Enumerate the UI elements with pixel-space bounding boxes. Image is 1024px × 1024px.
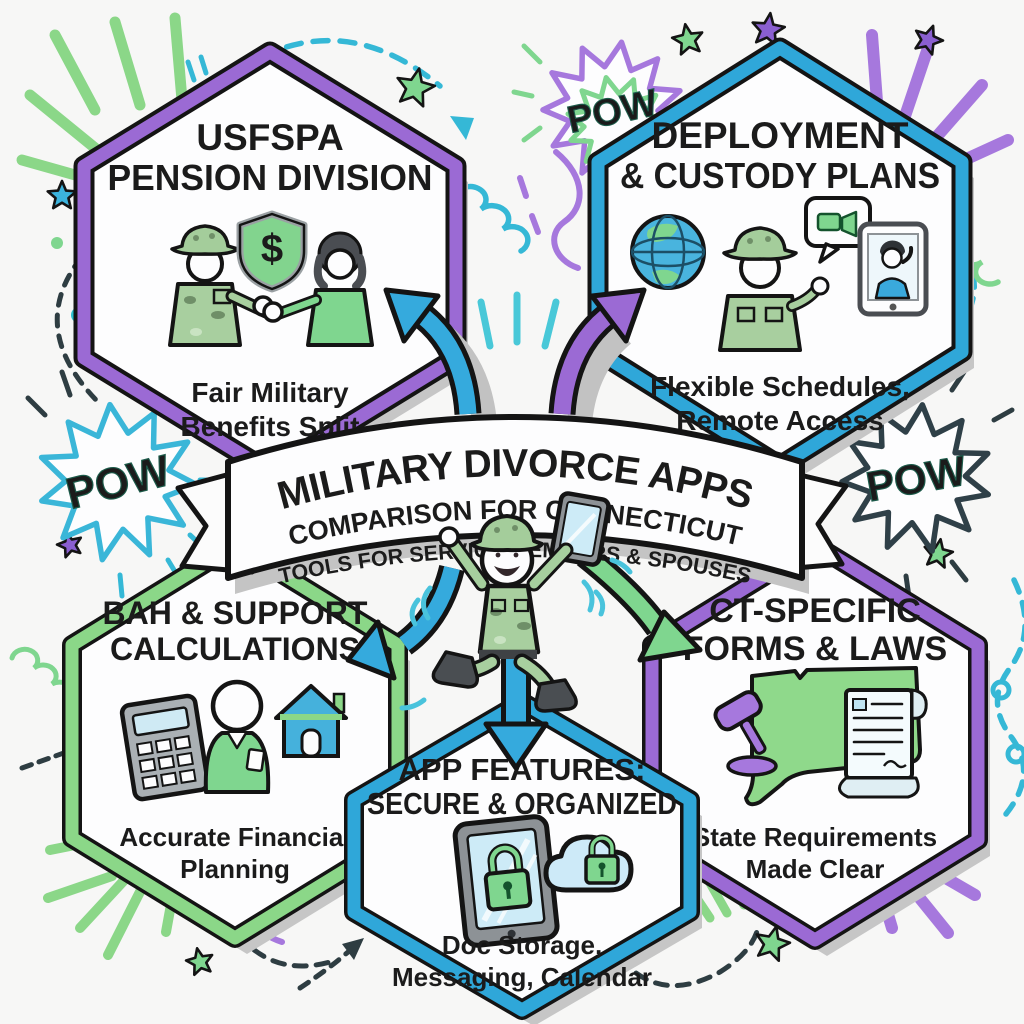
tablet-lock-icon: [452, 814, 560, 948]
dashed-arrow-to-app-hex: [297, 949, 351, 991]
calculator-icon: [119, 693, 210, 802]
sunburst-top-left: [16, 12, 188, 188]
hex-deployment-caption-line1: Flexible Schedules,: [650, 371, 910, 402]
teal-dashes-top-left: [185, 54, 209, 83]
hex-deployment-title-line1: DEPLOYMENT: [652, 115, 909, 156]
soldier-cap: [470, 514, 544, 553]
hex-bah-title-line2: CALCULATIONS: [110, 631, 360, 667]
hex-ct-caption-line1: State Requirements: [693, 822, 937, 852]
hex-usfspa-title-line1: USFSPA: [196, 117, 343, 158]
video-chat-bubble-icon: [804, 196, 872, 264]
soldier-icon: [718, 226, 830, 352]
hex-ct-caption-line2: Made Clear: [746, 854, 885, 884]
hex-usfspa-caption-line1: Fair Military: [191, 377, 349, 408]
hex-app-caption-line2: Messaging, Calendar: [392, 962, 652, 992]
teal-squiggle-right-edge: [994, 577, 1024, 817]
hex-app-caption-line1: Doc Storage,: [442, 930, 602, 960]
soldier-torso: [477, 583, 541, 655]
teal-coil-top-center: [452, 183, 531, 254]
hexagon-app-features: APP FEATURES: SECURE & ORGANIZED Doc Sto…: [344, 692, 702, 1024]
banner-body: [225, 414, 805, 581]
house-icon: [274, 684, 348, 758]
hexagon-deployment: DEPLOYMENT & CUSTODY PLANS Flexible Sche: [587, 37, 974, 482]
dashed-arc-top-arrowhead-icon: [450, 116, 474, 140]
hex-bah-title-line1: BAH & SUPPORT: [103, 595, 368, 631]
soldier-smile: [494, 566, 520, 576]
hex-deployment-caption-line2: Remote Access: [676, 405, 884, 436]
arrow-to-bah: [345, 564, 465, 681]
hex-deployment-title-line2: & CUSTODY PLANS: [620, 155, 940, 196]
cloud-lock-icon: [543, 834, 634, 893]
tablet-child-icon: [857, 221, 929, 317]
hex-ct-title-line2: FORMS & LAWS: [683, 630, 947, 668]
handshake-icon: [252, 295, 284, 323]
hexagon-bah: BAH & SUPPORT CALCULATIONS Accurate Fina…: [62, 535, 410, 954]
left-boot: [431, 650, 480, 689]
hex-ct-title-line1: CT-SPECIFIC: [709, 592, 921, 630]
dollar-sign: $: [261, 227, 283, 271]
hex-bah-caption-line1: Accurate Financial: [119, 822, 350, 852]
spouse-icon: [272, 231, 374, 347]
hexagon-ct-forms: CT-SPECIFIC FORMS & LAWS State Requireme…: [642, 535, 990, 956]
purple-squiggle-top-center: [551, 149, 583, 271]
dollar-shield-icon: $: [236, 210, 308, 293]
hex-usfspa-title-line2: PENSION DIVISION: [108, 157, 433, 198]
hexagon-usfspa: USFSPA PENSION DIVISION $ Fair Military …: [73, 41, 468, 488]
hex-bah-caption-line2: Planning: [180, 854, 290, 884]
green-dot: [51, 237, 63, 249]
arrow-to-deployment: [548, 287, 647, 431]
raised-fist: [438, 526, 460, 548]
right-boot: [534, 678, 578, 713]
hex-app-title-line2: SECURE & ORGANIZED: [367, 786, 677, 821]
person-icon: [203, 679, 271, 794]
globe-icon: [630, 214, 706, 290]
teal-squiggle-loop: [1005, 743, 1024, 765]
dashed-arc-bottom-center: [617, 925, 761, 988]
dashed-arrow-to-app-hex-head-icon: [342, 938, 364, 960]
teal-squiggle-loop: [990, 679, 1012, 701]
pow-burst-right: POW: [829, 361, 1015, 600]
soldier-motion-lines: [399, 557, 633, 711]
teal-rays-center: [477, 291, 560, 350]
jumping-soldier-mascot: [399, 491, 633, 713]
gavel-icon: [713, 690, 778, 777]
document-scroll-icon: [838, 688, 928, 799]
